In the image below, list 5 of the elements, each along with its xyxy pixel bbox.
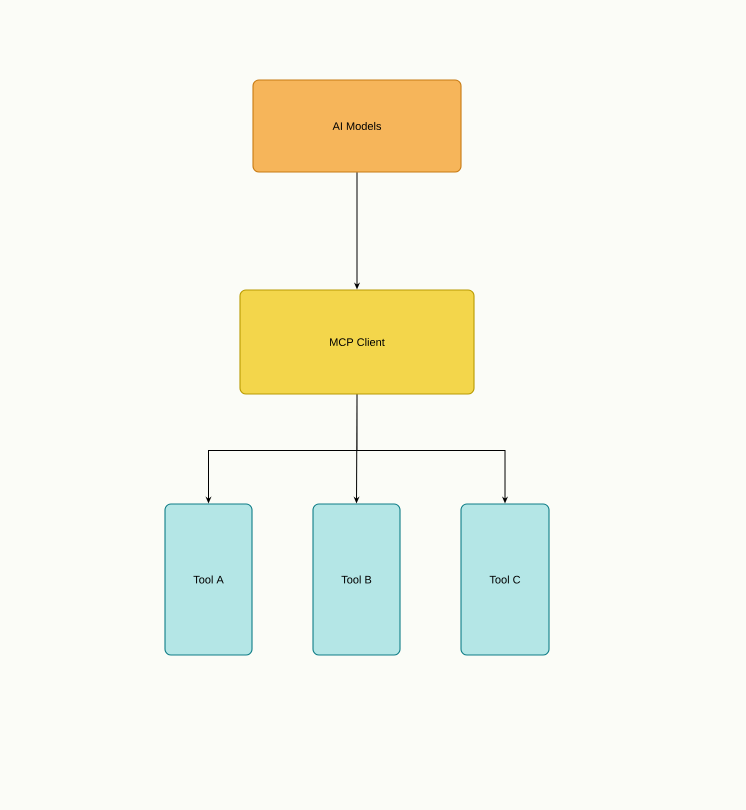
process-box: Tool B bbox=[312, 503, 401, 656]
process-box: AI Models bbox=[252, 79, 462, 173]
process-box: Tool C bbox=[460, 503, 550, 656]
process-box: Tool A bbox=[164, 503, 253, 656]
process-box: MCP Client bbox=[239, 289, 475, 395]
